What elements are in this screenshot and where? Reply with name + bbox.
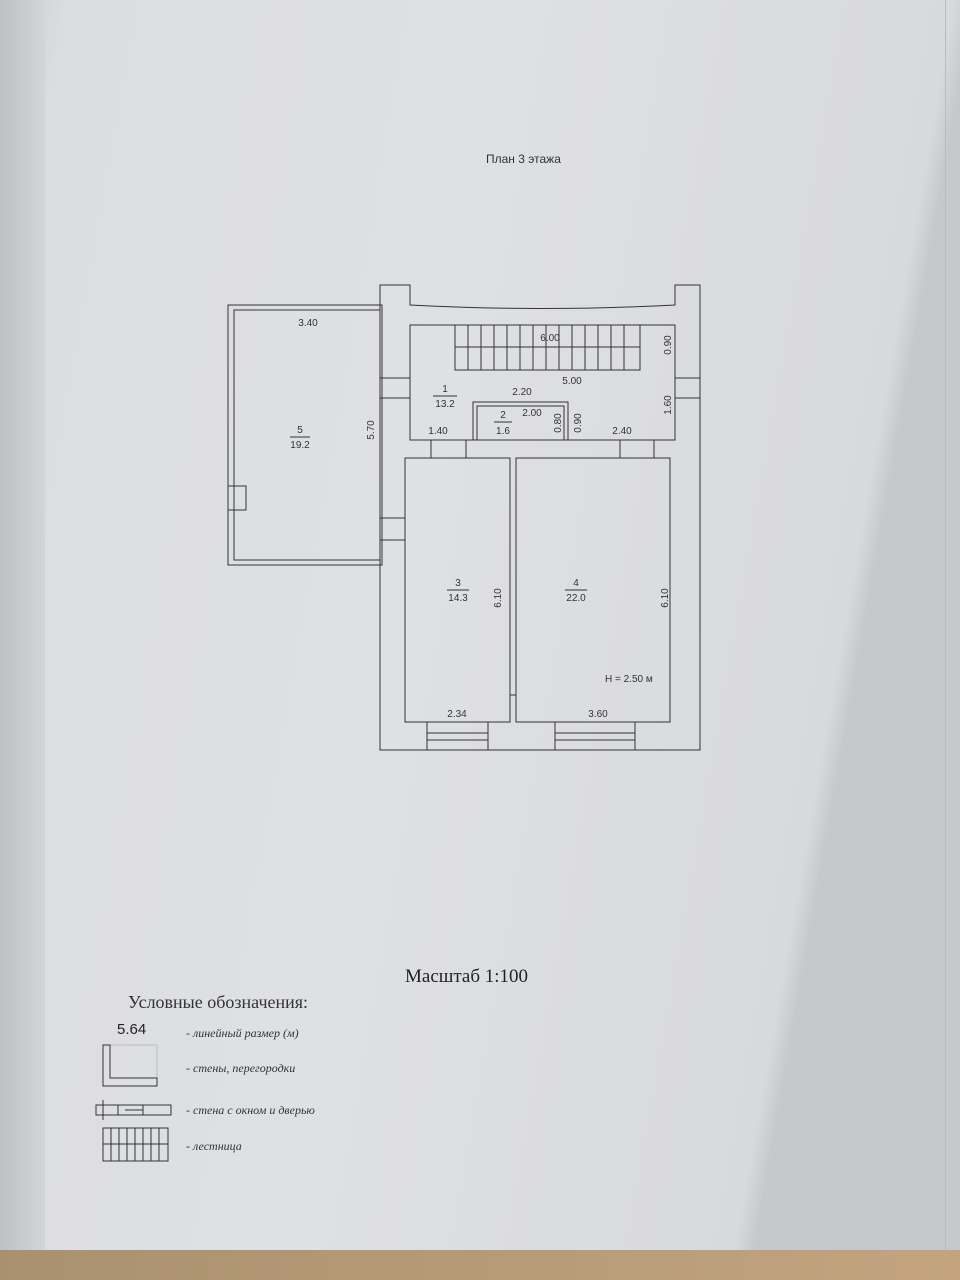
legend-symbols: [95, 1044, 172, 1162]
room-2-number: 2: [500, 410, 506, 421]
dim-room2-outer: 2.20: [512, 387, 532, 398]
dim-room5-width: 3.40: [298, 318, 318, 329]
dim-room2-inner: 2.00: [522, 408, 542, 419]
dim-hall-right: 1.60: [663, 395, 674, 415]
page-fold-shadow: [0, 0, 45, 1280]
room-5-area: 19.2: [290, 440, 310, 451]
doors-windows: [380, 377, 700, 751]
legend-item-window-door: - стена с окном и дверью: [186, 1103, 315, 1117]
legend-sample-dimension: 5.64: [117, 1021, 147, 1038]
dim-hall-length: 5.00: [562, 376, 582, 387]
room-2-area: 1.6: [496, 426, 510, 437]
room-3-number: 3: [455, 578, 461, 589]
room-4-number: 4: [573, 578, 579, 589]
room-1-area: 13.2: [435, 399, 455, 410]
legend-item-walls: - стены, перегородки: [186, 1061, 296, 1075]
dim-door-left: 1.40: [428, 426, 448, 437]
room-3-area: 14.3: [448, 593, 468, 604]
room-5-number: 5: [297, 425, 303, 436]
legend-title: Условные обозначения:: [128, 992, 309, 1012]
room-5-walls: [227, 304, 383, 566]
scale-label: Масштаб 1:100: [405, 966, 529, 987]
room-4-area: 22.0: [566, 593, 586, 604]
dim-stair-width: 0.90: [663, 335, 674, 355]
plan-title: План 3 этажа: [486, 152, 561, 166]
staircase: [454, 324, 641, 371]
dim-room2-depth-outer: 0.90: [573, 413, 584, 433]
paper-sheet: [60, 0, 946, 1262]
dim-room5-length: 5.70: [366, 420, 377, 440]
dim-door-right: 2.40: [612, 426, 632, 437]
room-1-number: 1: [442, 384, 448, 395]
dim-room4-length: 6.10: [660, 588, 671, 608]
ceiling-height: H = 2.50 м: [605, 674, 653, 685]
dim-room3-width: 2.34: [447, 709, 467, 720]
dim-room2-depth: 0.80: [553, 413, 564, 433]
legend-item-dimension: - линейный размер (м): [186, 1026, 299, 1040]
dim-room4-width: 3.60: [588, 709, 608, 720]
dim-room3-length: 6.10: [493, 588, 504, 608]
legend-item-stairs: - лестница: [186, 1139, 242, 1153]
table-surface: [0, 1250, 960, 1280]
dim-stair-length: 6.00: [540, 333, 560, 344]
